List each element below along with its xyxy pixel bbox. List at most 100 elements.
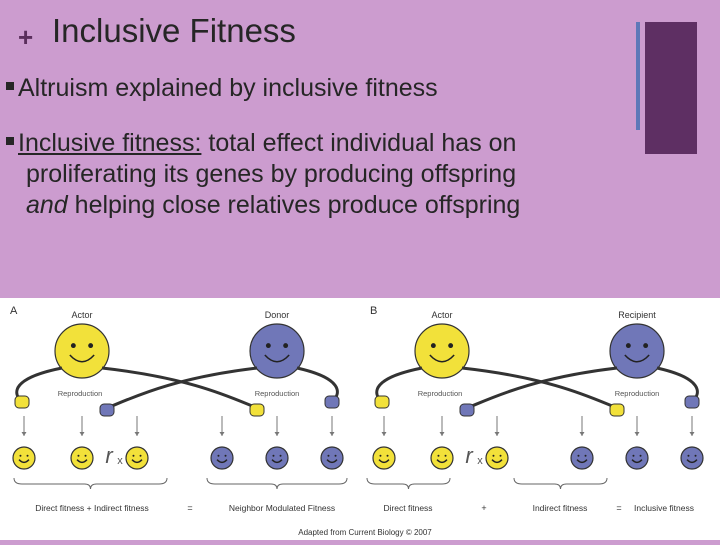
face-eye [492,455,494,457]
offspring-face-partner [266,447,288,469]
offspring-arrow-head [635,432,640,436]
partner-hand-left [100,404,114,416]
face-circle [415,324,469,378]
reproduction-label: Reproduction [418,389,463,398]
face-eye [431,343,436,348]
actor-label: Actor [71,310,92,320]
actor-hand-left [375,396,389,408]
plus-icon: + [18,22,33,53]
equation-plus: + [481,503,486,513]
bullet-2-line1: Inclusive fitness: total effect individu… [6,128,520,159]
face-eye [272,455,274,457]
offspring-face-partner [626,447,648,469]
offspring-arrow-head [330,432,335,436]
offspring-arrow-head [22,432,27,436]
face-circle [211,447,233,469]
face-circle [250,324,304,378]
partner-face [610,324,664,378]
face-circle [681,447,703,469]
reproduction-label: Reproduction [255,389,300,398]
partner-face [250,324,304,378]
partner-label: Donor [265,310,290,320]
offspring-arrow-head [220,432,225,436]
face-circle [126,447,148,469]
face-eye [585,455,587,457]
offspring-arrow-head [690,432,695,436]
face-eye [500,455,502,457]
actor-label: Actor [431,310,452,320]
face-circle [571,447,593,469]
face-eye [437,455,439,457]
equation-mid: Indirect fitness [533,503,588,513]
face-eye [626,343,631,348]
bullet-2-line3: and helping close relatives produce offs… [6,190,520,221]
face-circle [373,447,395,469]
face-eye [448,343,453,348]
fitness-bracket [367,478,450,489]
offspring-arrow-head [275,432,280,436]
reproduction-label: Reproduction [58,389,103,398]
relatedness-r: r [105,443,114,468]
offspring-arrow-head [580,432,585,436]
bullet-2-line1-rest: total effect individual has on [201,129,516,157]
bullet-2: Inclusive fitness: total effect individu… [6,128,520,221]
face-eye [280,455,282,457]
face-eye [379,455,381,457]
face-circle [13,447,35,469]
fitness-bracket [14,478,167,489]
partner-hand-right [325,396,339,408]
offspring-face-actor [126,447,148,469]
offspring-face-actor [13,447,35,469]
offspring-arrow-head [382,432,387,436]
partner-hand-right [685,396,699,408]
equation-left: Direct fitness [383,503,432,513]
face-eye [19,455,21,457]
bullet-1: Altruism explained by inclusive fitness [6,73,438,104]
partner-arm-left [107,368,257,408]
offspring-face-partner [211,447,233,469]
relatedness-x: x [117,455,123,467]
face-eye [327,455,329,457]
face-eye [640,455,642,457]
face-eye [85,455,87,457]
face-circle [321,447,343,469]
equation-right: Neighbor Modulated Fitness [229,503,335,513]
face-eye [217,455,219,457]
actor-face [55,324,109,378]
offspring-face-actor [71,447,93,469]
face-eye [643,343,648,348]
face-eye [695,455,697,457]
face-eye [266,343,271,348]
face-eye [140,455,142,457]
face-eye [77,455,79,457]
partner-label: Recipient [618,310,656,320]
offspring-arrow-head [135,432,140,436]
face-eye [27,455,29,457]
actor-face [415,324,469,378]
offspring-face-actor [431,447,453,469]
offspring-arrow-head [80,432,85,436]
equation-equals: = [616,503,621,513]
actor-hand-right [610,404,624,416]
face-eye [225,455,227,457]
face-eye [335,455,337,457]
face-eye [632,455,634,457]
face-circle [626,447,648,469]
bullet-2-and: and [26,191,68,219]
offspring-face-partner [681,447,703,469]
bullet-marker [6,137,14,145]
face-eye [88,343,93,348]
face-eye [283,343,288,348]
face-eye [71,343,76,348]
panel-letter: A [10,305,18,317]
fitness-bracket [207,478,347,489]
relatedness-r: r [465,443,474,468]
bullet-marker [6,82,14,90]
offspring-face-actor [373,447,395,469]
actor-hand-right [250,404,264,416]
bullet-2-line3-rest: helping close relatives produce offsprin… [68,191,521,219]
face-eye [577,455,579,457]
face-circle [610,324,664,378]
figure-credit: Adapted from Current Biology © 2007 [298,528,432,537]
